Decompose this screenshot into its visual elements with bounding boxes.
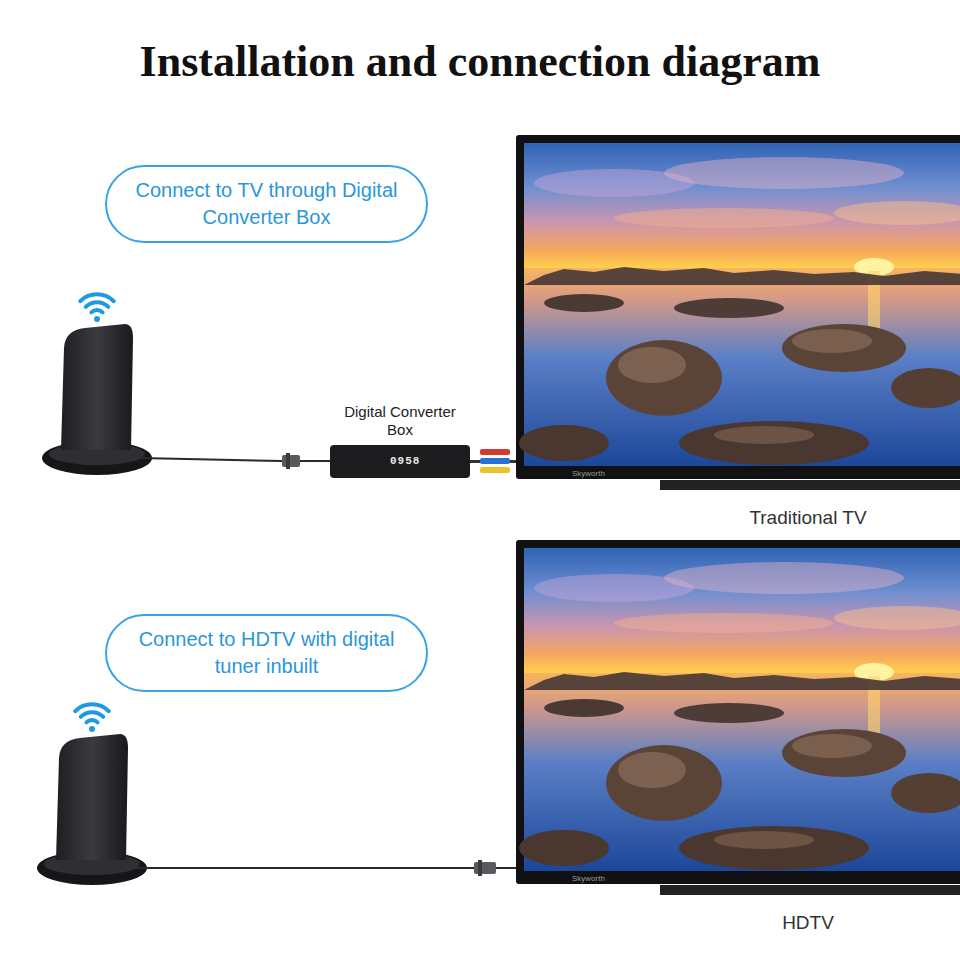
tv-screen: SkyworthHDTV (516, 540, 960, 885)
coax-cable (300, 460, 330, 462)
antenna (37, 704, 147, 885)
tv-screen: SkyworthTraditional TV (516, 135, 960, 480)
callout-box: Connect to TV through Digital Converter … (105, 165, 428, 243)
coax-cable (140, 458, 282, 461)
tv-label: HDTV (782, 912, 834, 935)
tv-label: Traditional TV (749, 507, 866, 530)
converter-box: Digital Converter Box0958 (330, 445, 470, 478)
coax-cable (496, 867, 516, 869)
tv-stand (660, 480, 960, 490)
brand-label: Skyworth (572, 875, 605, 883)
antenna (42, 294, 152, 475)
rca-plug (480, 467, 510, 473)
brand-label: Skyworth (572, 470, 605, 478)
display-digits: 0958 (390, 456, 420, 467)
title: Installation and connection diagram (0, 36, 960, 89)
callout-text: Connect to HDTV with digital tuner inbui… (135, 626, 398, 680)
coax-cable (135, 867, 474, 869)
device-label: Digital Converter Box (342, 403, 458, 439)
tv-bezel (516, 540, 960, 884)
coax-plug (478, 860, 482, 876)
coax-plug (282, 455, 300, 467)
callout-box: Connect to HDTV with digital tuner inbui… (105, 614, 428, 692)
callout-text: Connect to TV through Digital Converter … (135, 177, 398, 231)
coax-plug (474, 862, 496, 874)
tv-bezel (516, 135, 960, 479)
tv-picture (519, 143, 960, 466)
rca-plug (480, 449, 510, 455)
tv-picture (519, 548, 960, 871)
rca-plug (480, 458, 510, 464)
tv-stand (660, 885, 960, 895)
coax-plug (286, 453, 290, 469)
